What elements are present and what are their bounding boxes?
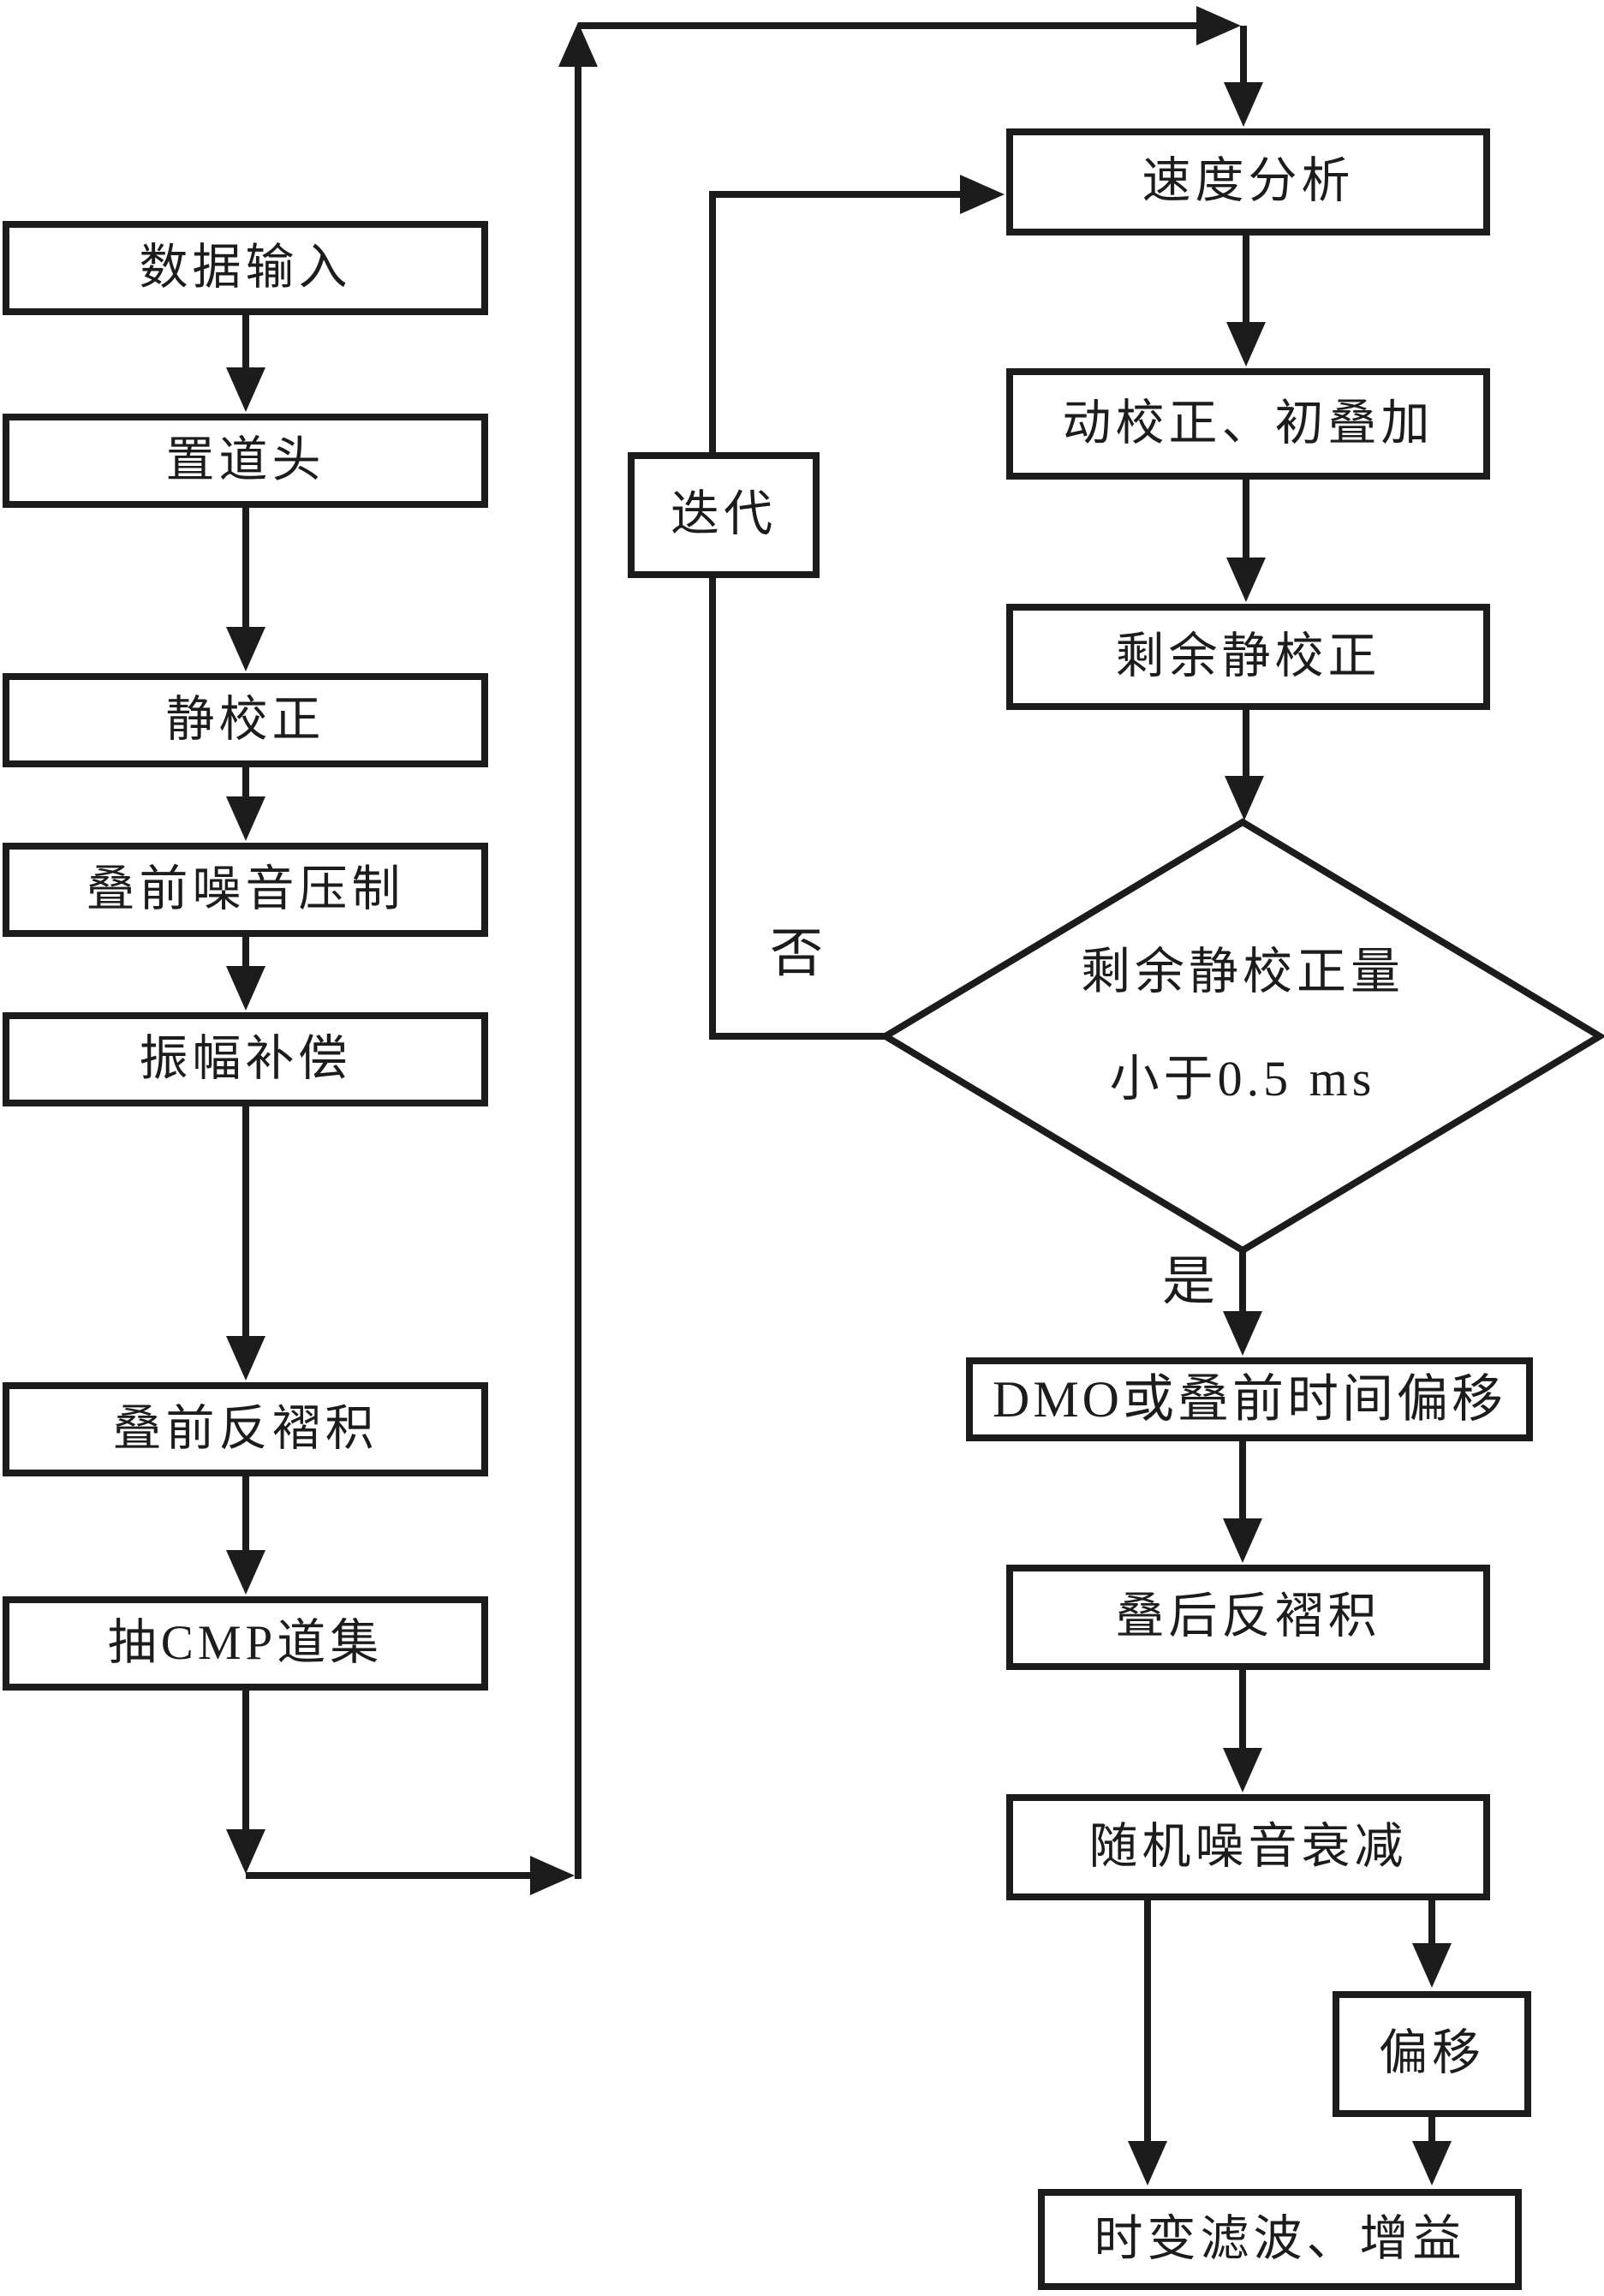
node-label: 速度分析 (1142, 154, 1355, 209)
node-dmo-or-prestack-time-migration: DMO或叠前时间偏移 (966, 1357, 1533, 1441)
node-label: 随机噪音衰减 (1088, 1819, 1408, 1874)
arrowhead-into-nmo (1226, 322, 1266, 367)
node-prestack-deconvolution: 叠前反褶积 (3, 1382, 488, 1476)
node-random-noise-attenuation: 随机噪音衰减 (1006, 1794, 1490, 1900)
node-velocity-analysis: 速度分析 (1006, 128, 1490, 236)
arrowhead-into-prestack-noise (226, 796, 265, 841)
node-label: 叠后反褶积 (1115, 1589, 1381, 1644)
node-extract-cmp-gathers: 抽CMP道集 (3, 1596, 488, 1691)
node-label: DMO或叠前时间偏移 (992, 1371, 1506, 1428)
decision-diamond (879, 818, 1604, 1255)
arrowhead-loop-up (558, 22, 598, 67)
node-label: 置道头 (165, 432, 325, 487)
node-residual-static-correction: 剩余静校正 (1006, 604, 1490, 710)
arrowhead-into-velocity-top (1224, 82, 1263, 127)
node-iteration: 迭代 (628, 452, 820, 578)
arrowhead-into-cmp-gathers (226, 1550, 265, 1595)
arrowhead-into-prestack-decon (226, 1336, 265, 1381)
node-label: 迭代 (671, 487, 777, 542)
node-label: 叠前反褶积 (112, 1401, 379, 1456)
node-nmo-initial-stack: 动校正、初叠加 (1006, 368, 1490, 480)
node-set-trace-header: 置道头 (3, 414, 488, 508)
node-label: 叠前噪音压制 (86, 862, 405, 916)
node-label: 数据输入 (139, 240, 352, 295)
arrowhead-into-residual (1226, 558, 1266, 602)
branch-label-yes: 是 (1161, 1253, 1215, 1311)
arrowhead-into-set-trace-header (226, 367, 265, 412)
arrowhead-top-right (1196, 6, 1241, 45)
node-label: 抽CMP道集 (107, 1615, 384, 1670)
branch-label-no: 否 (769, 925, 823, 983)
decision-line2: 小于0.5 ms (1109, 1051, 1376, 1106)
node-label: 时变滤波、增益 (1094, 2211, 1466, 2266)
node-label: 静校正 (165, 692, 325, 747)
node-label: 动校正、初叠加 (1062, 396, 1434, 450)
arrowhead-into-dmo (1223, 1311, 1262, 1356)
node-time-variant-filter-gain: 时变滤波、增益 (1038, 2189, 1522, 2290)
node-poststack-deconvolution: 叠后反褶积 (1006, 1565, 1490, 1670)
node-label: 振幅补偿 (139, 1031, 352, 1086)
decision-line1: 剩余静校正量 (1080, 944, 1404, 999)
node-prestack-noise-suppression: 叠前噪音压制 (3, 843, 488, 937)
arrowhead-cmp-gathers-down (226, 1829, 265, 1874)
arrowhead-into-poststack-decon (1223, 1518, 1262, 1563)
node-label: 剩余静校正 (1115, 629, 1381, 683)
node-label: 偏移 (1379, 2026, 1485, 2081)
edge-decision-no-to-velocity (709, 191, 963, 1040)
arrowhead-into-random-noise (1223, 1748, 1262, 1792)
node-static-correction: 静校正 (3, 673, 488, 767)
arrowhead-into-amplitude-comp (226, 966, 265, 1011)
node-amplitude-compensation: 振幅补偿 (3, 1012, 488, 1106)
node-data-input: 数据输入 (3, 221, 488, 315)
arrowhead-into-static-correction (226, 627, 265, 671)
decision-text: 剩余静校正量 小于0.5 ms (951, 918, 1534, 1132)
node-migration: 偏移 (1333, 1991, 1531, 2117)
arrowhead-into-tv-filter-right (1412, 2141, 1452, 2186)
arrowhead-into-velocity-left (960, 175, 1005, 214)
arrowhead-into-decision (1225, 776, 1264, 820)
arrowhead-bottom-right (530, 1856, 575, 1895)
arrowhead-into-migration (1412, 1943, 1452, 1988)
arrowhead-into-tv-filter-left (1128, 2141, 1167, 2186)
